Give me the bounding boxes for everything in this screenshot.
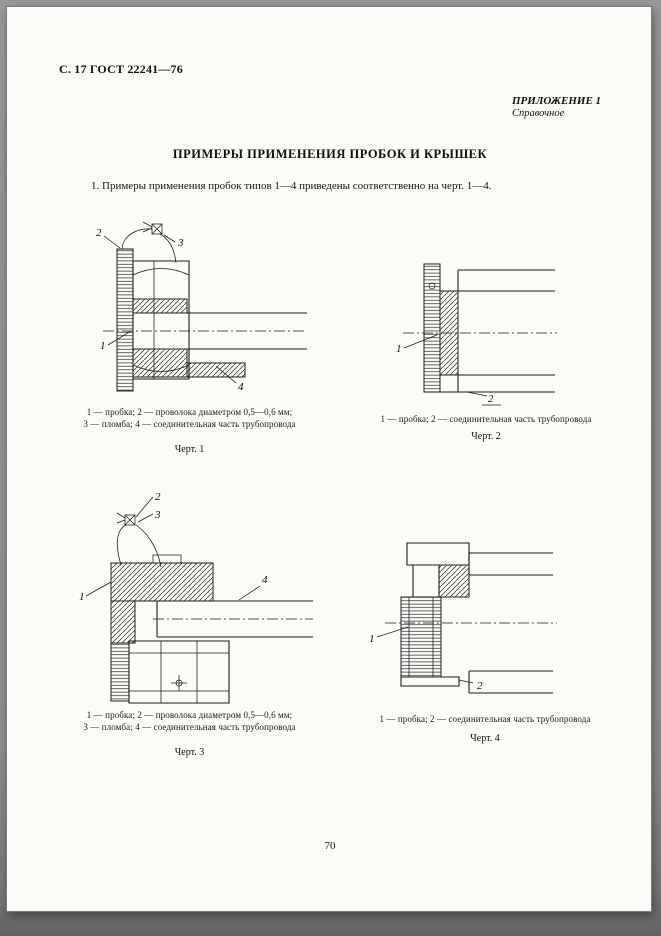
intro-paragraph: 1. Примеры применения пробок типов 1—4 п… [91, 180, 492, 192]
fig1-callout-3: 3 [177, 237, 184, 249]
fig2-callout-1: 1 [396, 343, 402, 355]
document-page: С. 17 ГОСТ 22241—76 ПРИЛОЖЕНИЕ 1 Справоч… [6, 6, 652, 912]
fig3-drawing: 2 3 1 4 [79, 491, 313, 704]
fig1-caption: 1 — пробка; 2 — проволока диаметром 0,5—… [37, 406, 342, 430]
fig4-leader-lines [376, 626, 491, 694]
fig1-caption-line1: 1 — пробка; 2 — проволока диаметром 0,5—… [86, 407, 293, 417]
fig4-callout-2: 2 [477, 680, 483, 692]
fig3-callout-4: 4 [262, 574, 268, 586]
appendix-block: ПРИЛОЖЕНИЕ 1 Справочное [512, 95, 601, 119]
fig2-label: Черт. 2 [471, 431, 501, 442]
fig4-caption-line1: 1 — пробка; 2 — соединительная часть тру… [379, 714, 591, 724]
fig3-seal-and-wire [116, 512, 162, 568]
appendix-title: ПРИЛОЖЕНИЕ 1 [512, 95, 602, 107]
page-title: ПРИМЕРЫ ПРИМЕНЕНИЯ ПРОБОК И КРЫШЕК [172, 147, 488, 161]
fig1-drawing: 2 3 1 4 [96, 221, 307, 393]
fig4-caption: 1 — пробка; 2 — соединительная часть тру… [347, 713, 623, 725]
page-number: 70 [324, 840, 336, 852]
fig2-plug [423, 263, 459, 393]
fig1-callout-2: 2 [96, 227, 102, 239]
fig4-drawing: 1 2 [369, 542, 557, 694]
fig3-cap-body [110, 554, 230, 704]
fig3-caption-line2: 3 — пломба; 4 — соединительная часть тру… [83, 722, 296, 732]
fig3-callout-3: 3 [154, 509, 161, 521]
fig1-callout-1: 1 [100, 340, 106, 352]
fig1-leader-lines [103, 234, 237, 384]
fig4-label: Черт. 4 [470, 733, 500, 744]
fig3-caption: 1 — пробка; 2 — проволока диаметром 0,5—… [37, 709, 342, 733]
fig2-callout-2: 2 [488, 393, 494, 405]
fig1-label: Черт. 1 [174, 444, 205, 455]
fig2-caption-line1: 1 — пробка; 2 — соединительная часть тру… [380, 414, 592, 424]
fig1-pipe [187, 312, 307, 350]
fig2-drawing: 1 2 [396, 263, 557, 406]
fig1-caption-line2: 3 — пломба; 4 — соединительная часть тру… [83, 419, 296, 429]
fig3-caption-line1: 1 — пробка; 2 — проволока диаметром 0,5—… [86, 710, 293, 720]
fig2-leader-lines [403, 334, 501, 406]
appendix-subtitle: Справочное [512, 108, 565, 119]
fig1-seal-and-wire [121, 221, 177, 264]
fig2-pipe [440, 269, 555, 393]
fig3-label: Черт. 3 [174, 747, 205, 758]
fig4-callout-1: 1 [369, 633, 375, 645]
page-header: С. 17 ГОСТ 22241—76 [59, 62, 183, 76]
fig3-leader-lines [85, 496, 261, 601]
fig3-callout-2: 2 [155, 491, 161, 503]
fig3-callout-1: 1 [79, 591, 85, 603]
fig1-plug [116, 248, 246, 392]
fig2-caption: 1 — пробка; 2 — соединительная часть тру… [353, 413, 619, 425]
fig1-callout-4: 4 [238, 381, 244, 393]
fig4-plug [400, 542, 470, 687]
